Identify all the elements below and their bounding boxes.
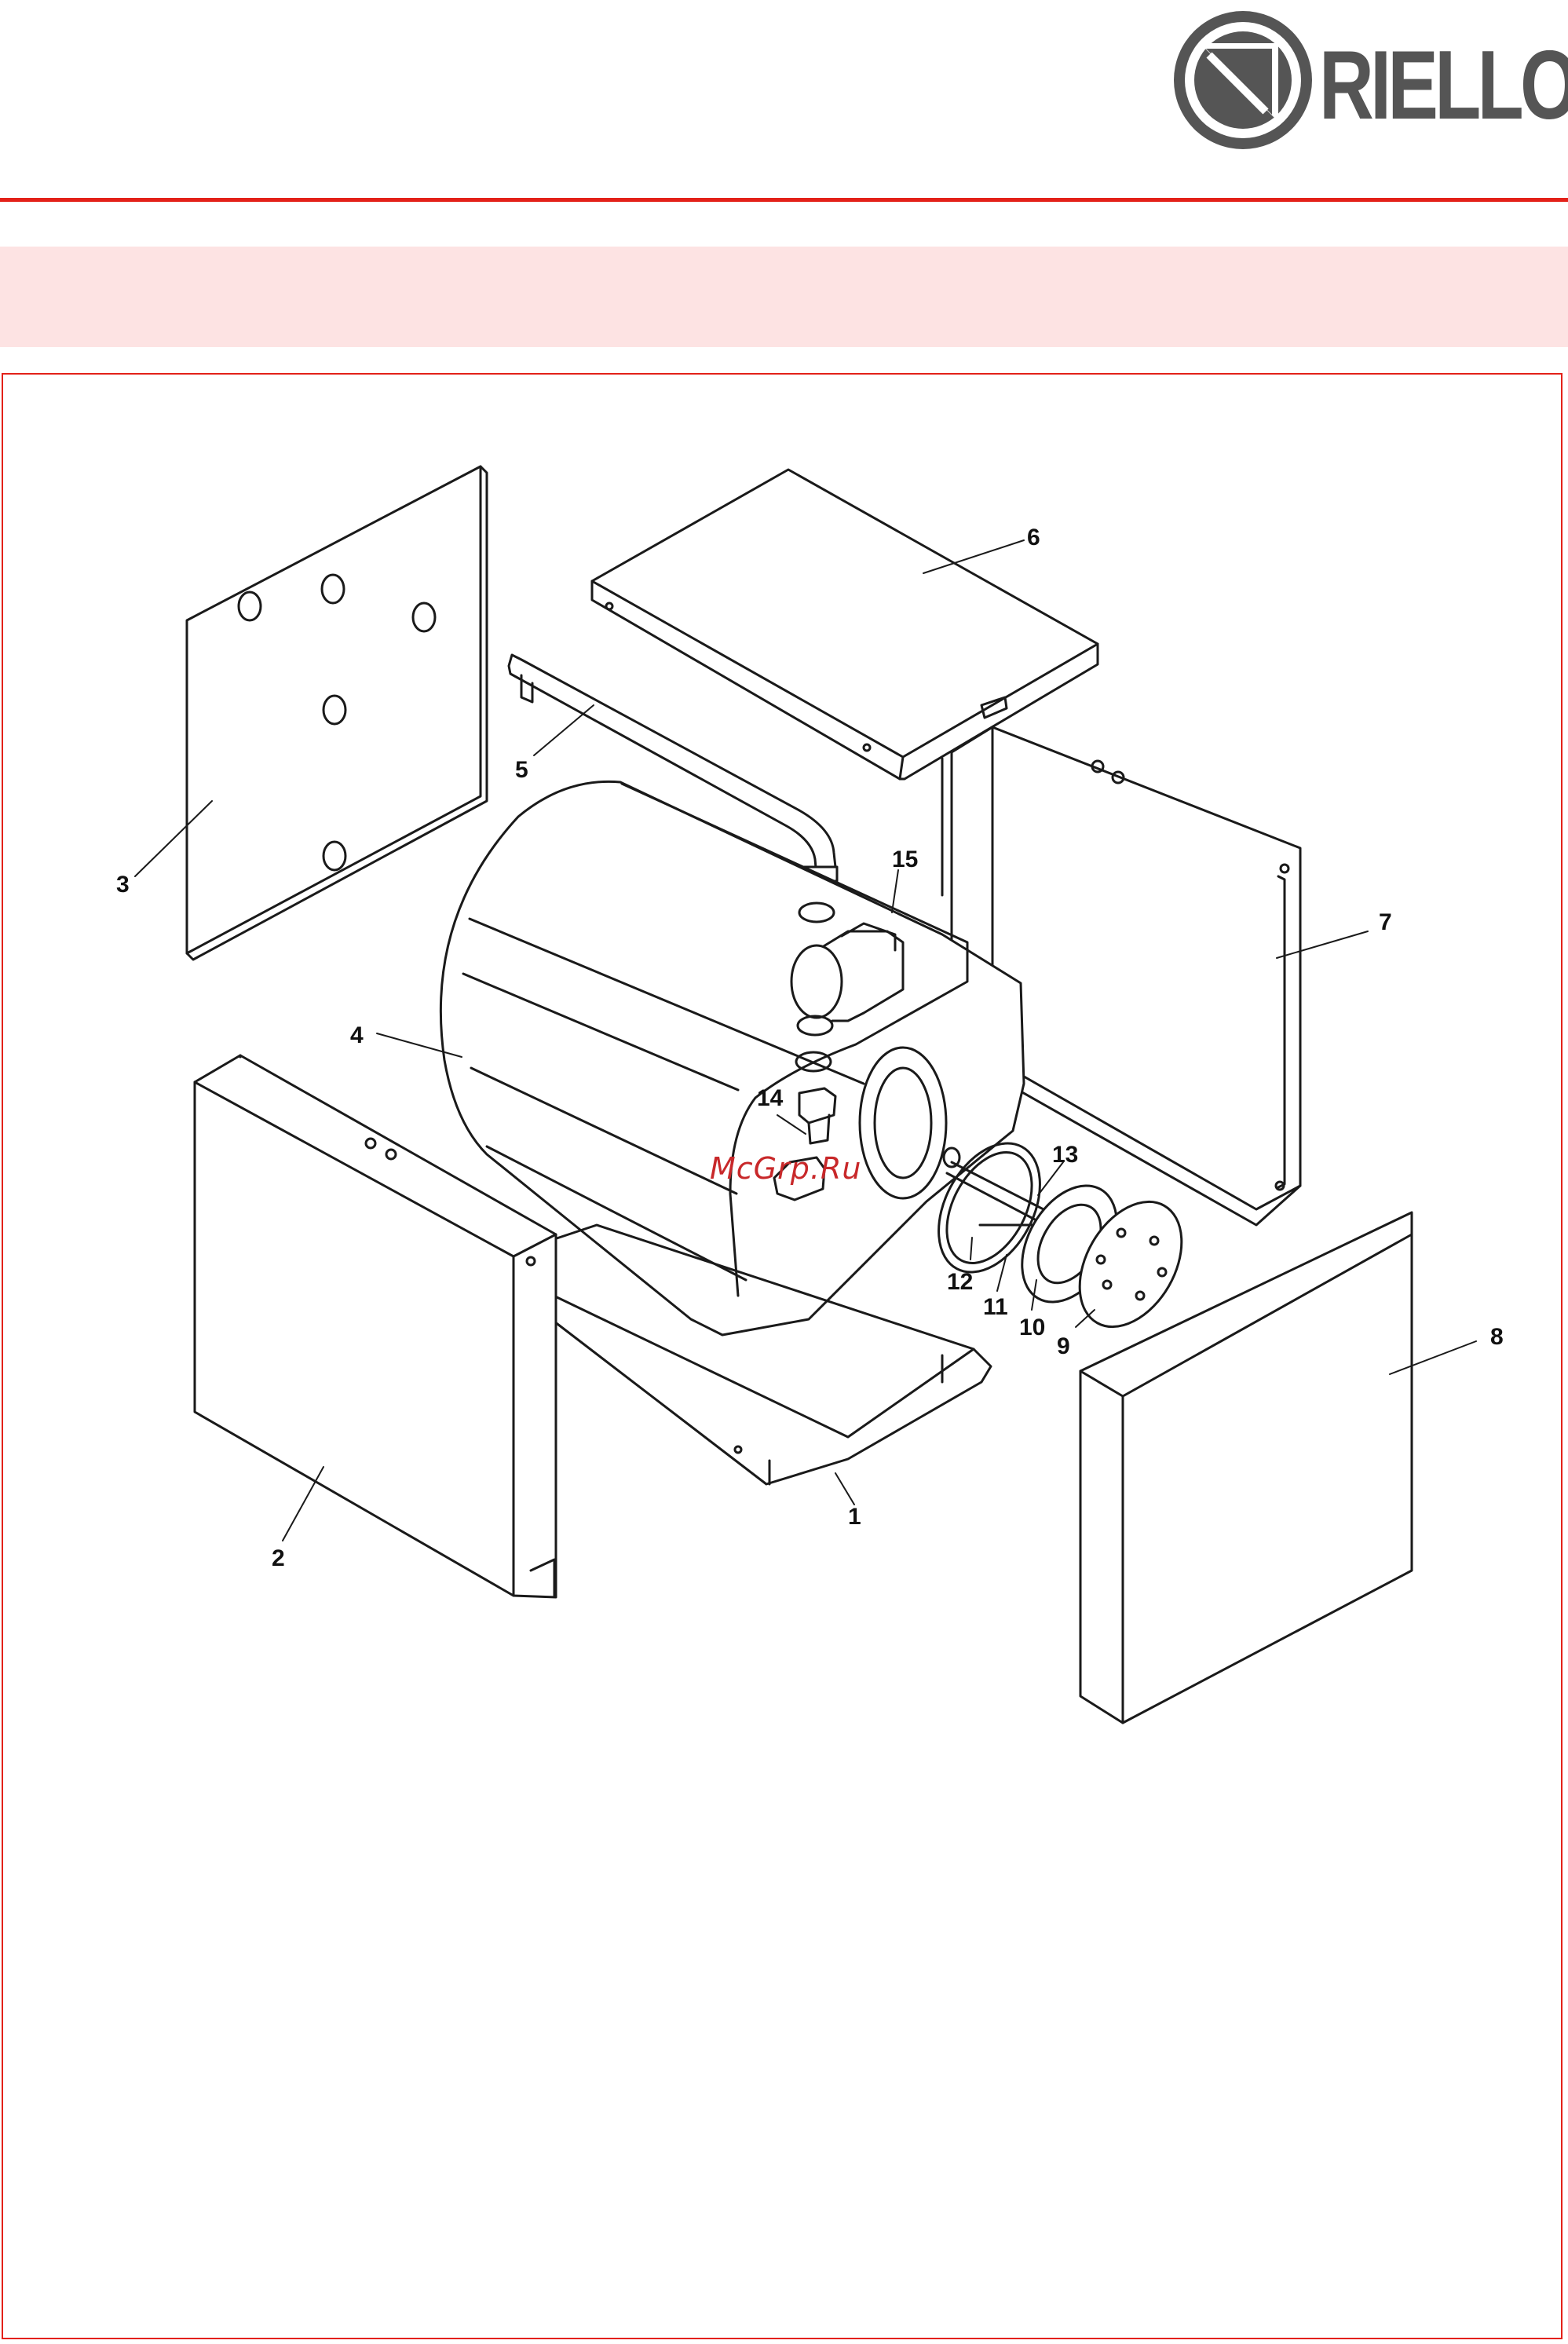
callout-6: 6	[1027, 525, 1040, 550]
callout-10: 10	[1019, 1315, 1045, 1340]
callout-4: 4	[350, 1022, 364, 1048]
part-6-top-cover	[592, 470, 1098, 779]
callout-1: 1	[848, 1504, 861, 1530]
callout-8: 8	[1490, 1324, 1504, 1350]
callout-11: 11	[983, 1294, 1008, 1320]
callout-2: 2	[272, 1545, 285, 1571]
watermark-text: McGrp.Ru	[710, 1151, 861, 1186]
callout-12: 12	[947, 1269, 973, 1295]
callout-13: 13	[1052, 1142, 1078, 1168]
callout-5: 5	[515, 757, 528, 783]
callout-14: 14	[757, 1085, 784, 1111]
callout-3: 3	[116, 872, 130, 898]
callout-15: 15	[892, 847, 918, 872]
part-3-side-panel	[187, 466, 487, 960]
callout-9: 9	[1057, 1333, 1070, 1359]
callout-7: 7	[1379, 909, 1392, 935]
